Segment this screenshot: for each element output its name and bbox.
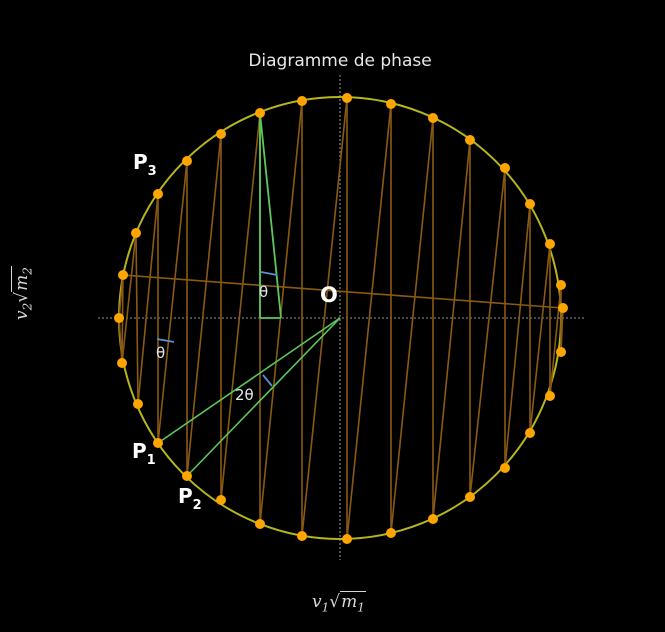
collision-point xyxy=(558,303,568,313)
collision-point xyxy=(465,135,475,145)
zigzag-segment xyxy=(137,193,159,405)
collision-point xyxy=(133,399,143,409)
diagram-labels: O θ θ 2θ P1 P2 P3 xyxy=(132,150,338,513)
x-axis-label: v1√m1 xyxy=(312,591,366,615)
collision-points xyxy=(114,93,568,544)
collision-point xyxy=(342,534,352,544)
zigzag-segment xyxy=(432,139,471,520)
p2-label: P2 xyxy=(178,484,202,513)
collision-point xyxy=(153,438,163,448)
theta-label-top: θ xyxy=(259,283,268,301)
collision-point xyxy=(465,492,475,502)
zigzag-segment xyxy=(186,133,222,477)
zigzag-segment xyxy=(529,243,551,434)
angle-marker-theta-top xyxy=(260,271,278,276)
collision-point xyxy=(525,428,535,438)
zigzag-segment xyxy=(469,167,506,498)
p1-label: P1 xyxy=(132,439,156,468)
collision-point xyxy=(297,531,307,541)
collision-point xyxy=(117,358,127,368)
collision-point xyxy=(255,108,265,118)
collision-point xyxy=(255,519,265,529)
zigzag-segment xyxy=(301,97,348,537)
construction-lines xyxy=(156,112,341,477)
collision-point xyxy=(297,96,307,106)
zigzag-segment xyxy=(135,232,139,405)
p3-label: P3 xyxy=(133,150,157,179)
collision-point xyxy=(428,514,438,524)
theta-label-left: θ xyxy=(156,344,165,362)
collision-point xyxy=(556,280,566,290)
zigzag-segment xyxy=(220,112,261,501)
zigzag-segment xyxy=(121,232,137,364)
collision-point xyxy=(545,391,555,401)
collision-point xyxy=(525,199,535,209)
collision-point xyxy=(556,347,566,357)
zigzag-segment xyxy=(157,160,188,444)
zigzag-segment xyxy=(390,117,434,534)
diagram-title: Diagramme de phase xyxy=(248,51,432,71)
zigzag-segment xyxy=(122,274,564,309)
radius-to-p2 xyxy=(186,317,341,477)
zigzag-segment xyxy=(549,284,562,397)
collision-point xyxy=(545,239,555,249)
collision-point xyxy=(386,528,396,538)
collision-point xyxy=(182,156,192,166)
origin-label: O xyxy=(320,283,338,307)
y-axis-label: v2√m2 xyxy=(11,266,35,320)
collision-point xyxy=(153,189,163,199)
collision-point xyxy=(216,129,226,139)
collision-point xyxy=(118,270,128,280)
collision-point xyxy=(428,113,438,123)
collision-point xyxy=(386,99,396,109)
collision-point xyxy=(182,471,192,481)
construction-slant xyxy=(259,112,282,319)
collision-point xyxy=(500,463,510,473)
collision-point xyxy=(114,313,124,323)
radius-to-p1 xyxy=(157,317,341,444)
zigzag-segment xyxy=(118,317,123,364)
zigzag-segment xyxy=(504,203,531,469)
angle-marker-two-theta xyxy=(262,374,273,387)
zigzag-segment xyxy=(560,307,564,353)
zigzag-segment xyxy=(118,274,124,319)
collision-point xyxy=(342,93,352,103)
two-theta-label: 2θ xyxy=(235,386,254,404)
collision-point xyxy=(500,163,510,173)
collision-point xyxy=(131,228,141,238)
collision-point xyxy=(216,495,226,505)
angle-marker-theta-left xyxy=(156,338,175,343)
zigzag-segment xyxy=(346,103,392,540)
